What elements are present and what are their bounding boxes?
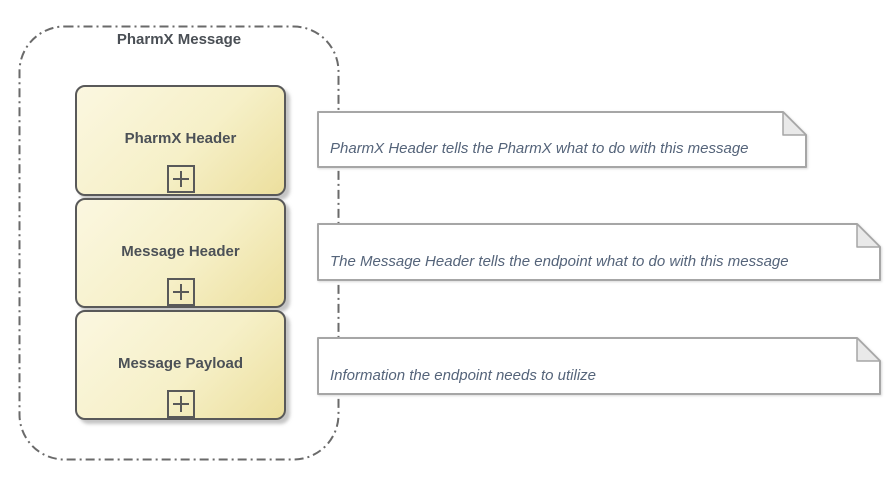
element-message-header[interactable]: Message Header <box>75 198 286 308</box>
element-pharmx-header[interactable]: PharmX Header <box>75 85 286 196</box>
element-label: Message Header <box>121 243 240 260</box>
pharmx-message-group-boundary <box>18 25 340 461</box>
note-shape <box>317 223 881 281</box>
note-shape <box>317 111 807 168</box>
note-shape <box>317 337 881 395</box>
note-pharmx-header: PharmX Header tells the PharmX what to d… <box>317 111 807 168</box>
expand-plus-icon[interactable] <box>166 278 195 306</box>
note-fold-corner-icon <box>856 337 881 362</box>
note-message-header: The Message Header tells the endpoint wh… <box>317 223 881 281</box>
note-text: Information the endpoint needs to utiliz… <box>330 366 597 384</box>
note-text: The Message Header tells the endpoint wh… <box>330 252 789 270</box>
note-body <box>317 337 881 395</box>
expand-plus-icon[interactable] <box>166 390 195 418</box>
group-boundary-rect <box>18 25 340 461</box>
group-label: PharmX Message <box>116 31 242 48</box>
note-text: PharmX Header tells the PharmX what to d… <box>330 140 749 157</box>
element-label: Message Payload <box>117 355 244 372</box>
element-label: PharmX Header <box>124 130 237 147</box>
note-fold-corner-icon <box>782 111 807 136</box>
expand-plus-icon[interactable] <box>166 165 195 193</box>
note-message-payload: Information the endpoint needs to utiliz… <box>317 337 881 395</box>
note-body <box>317 223 881 281</box>
note-fold-corner-icon <box>856 223 881 248</box>
note-body <box>317 111 807 168</box>
element-message-payload[interactable]: Message Payload <box>75 310 286 420</box>
